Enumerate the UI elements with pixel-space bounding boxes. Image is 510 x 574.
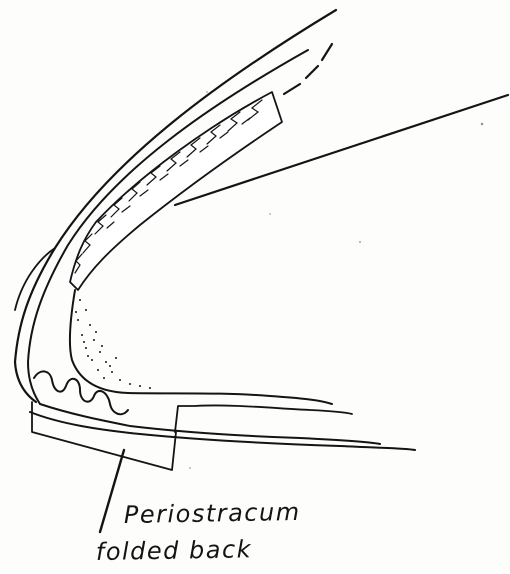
outer-shell-line (15, 10, 336, 402)
hatched-layer-band (70, 92, 282, 290)
lip-step (175, 405, 352, 432)
label-line-1: Periostracum (124, 498, 301, 529)
dashed-continuation (284, 44, 332, 94)
label-pointer-line (100, 450, 124, 532)
mantle-outline (70, 290, 332, 404)
stipple-shading (75, 299, 151, 389)
periostracum-fold-squiggle (34, 371, 128, 414)
label-line-2: folded back (96, 535, 253, 566)
inner-lip-line (40, 404, 380, 444)
